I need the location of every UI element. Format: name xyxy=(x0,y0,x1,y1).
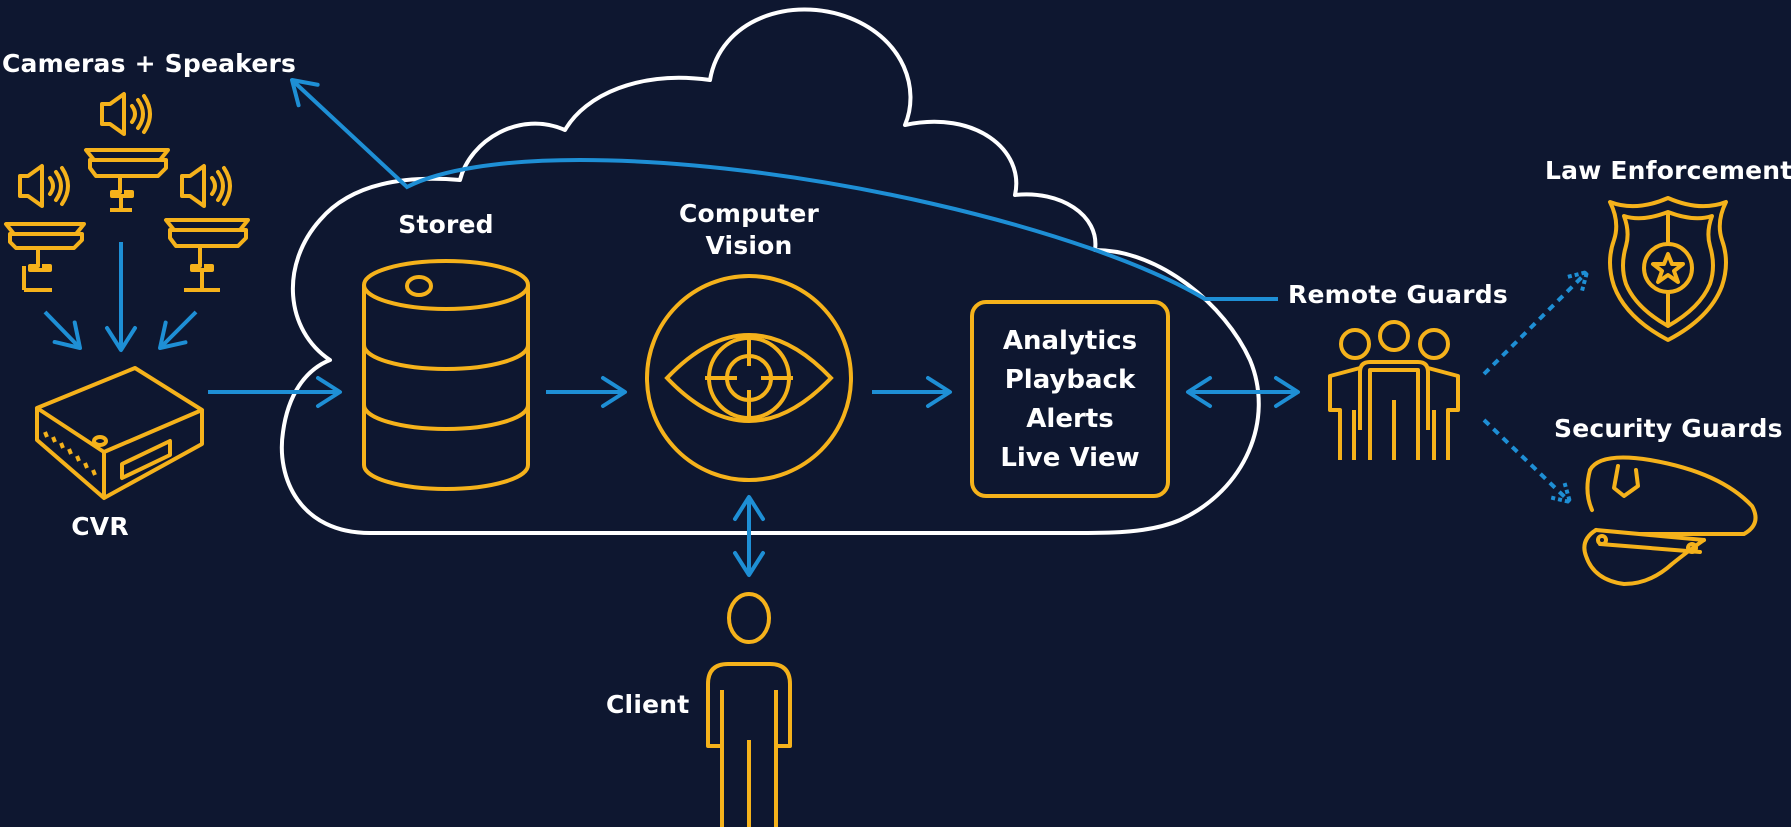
speaker-left-icon xyxy=(18,164,70,208)
arrow-to-security-guards xyxy=(1482,418,1570,502)
client-person-icon xyxy=(706,592,792,827)
label-computer-vision-line1: Computer xyxy=(678,199,820,228)
camera-right-icon xyxy=(164,218,250,292)
security-guard-hat-icon xyxy=(1582,455,1758,586)
label-stored: Stored xyxy=(398,210,494,239)
arrow-to-law-enforcement xyxy=(1482,272,1587,376)
features-box-frame xyxy=(970,300,1170,498)
label-remote-guards: Remote Guards xyxy=(1288,280,1508,309)
arrow-camera-left-to-cvr xyxy=(43,310,82,350)
feature-playback: Playback xyxy=(1004,365,1136,395)
camera-center-icon xyxy=(84,148,170,212)
features-box: Analytics Playback Alerts Live View xyxy=(972,322,1168,478)
speaker-right-icon xyxy=(180,164,232,208)
label-security-guards: Security Guards xyxy=(1554,414,1783,443)
cloud-outline xyxy=(279,7,1261,535)
database-icon xyxy=(362,259,530,491)
arrow-camera-right-to-cvr xyxy=(158,310,198,350)
label-client: Client xyxy=(606,690,690,719)
remote-guards-group-icon xyxy=(1328,320,1460,460)
label-cvr: CVR xyxy=(71,512,129,541)
speaker-center-icon xyxy=(100,92,152,136)
label-computer-vision: Computer Vision xyxy=(679,198,819,262)
label-cameras-speakers: Cameras + Speakers xyxy=(2,49,297,78)
eye-target-icon xyxy=(645,274,853,482)
feature-alerts: Alerts xyxy=(1026,404,1114,434)
label-law-enforcement: Law Enforcement xyxy=(1545,156,1791,185)
feature-analytics: Analytics xyxy=(1002,326,1138,356)
feature-live-view: Live View xyxy=(1000,443,1140,473)
police-badge-icon xyxy=(1608,196,1728,342)
camera-left-icon xyxy=(4,222,86,292)
feedback-connector xyxy=(290,78,1278,301)
label-computer-vision-line2: Vision xyxy=(705,231,793,260)
cvr-device-icon xyxy=(35,366,204,500)
